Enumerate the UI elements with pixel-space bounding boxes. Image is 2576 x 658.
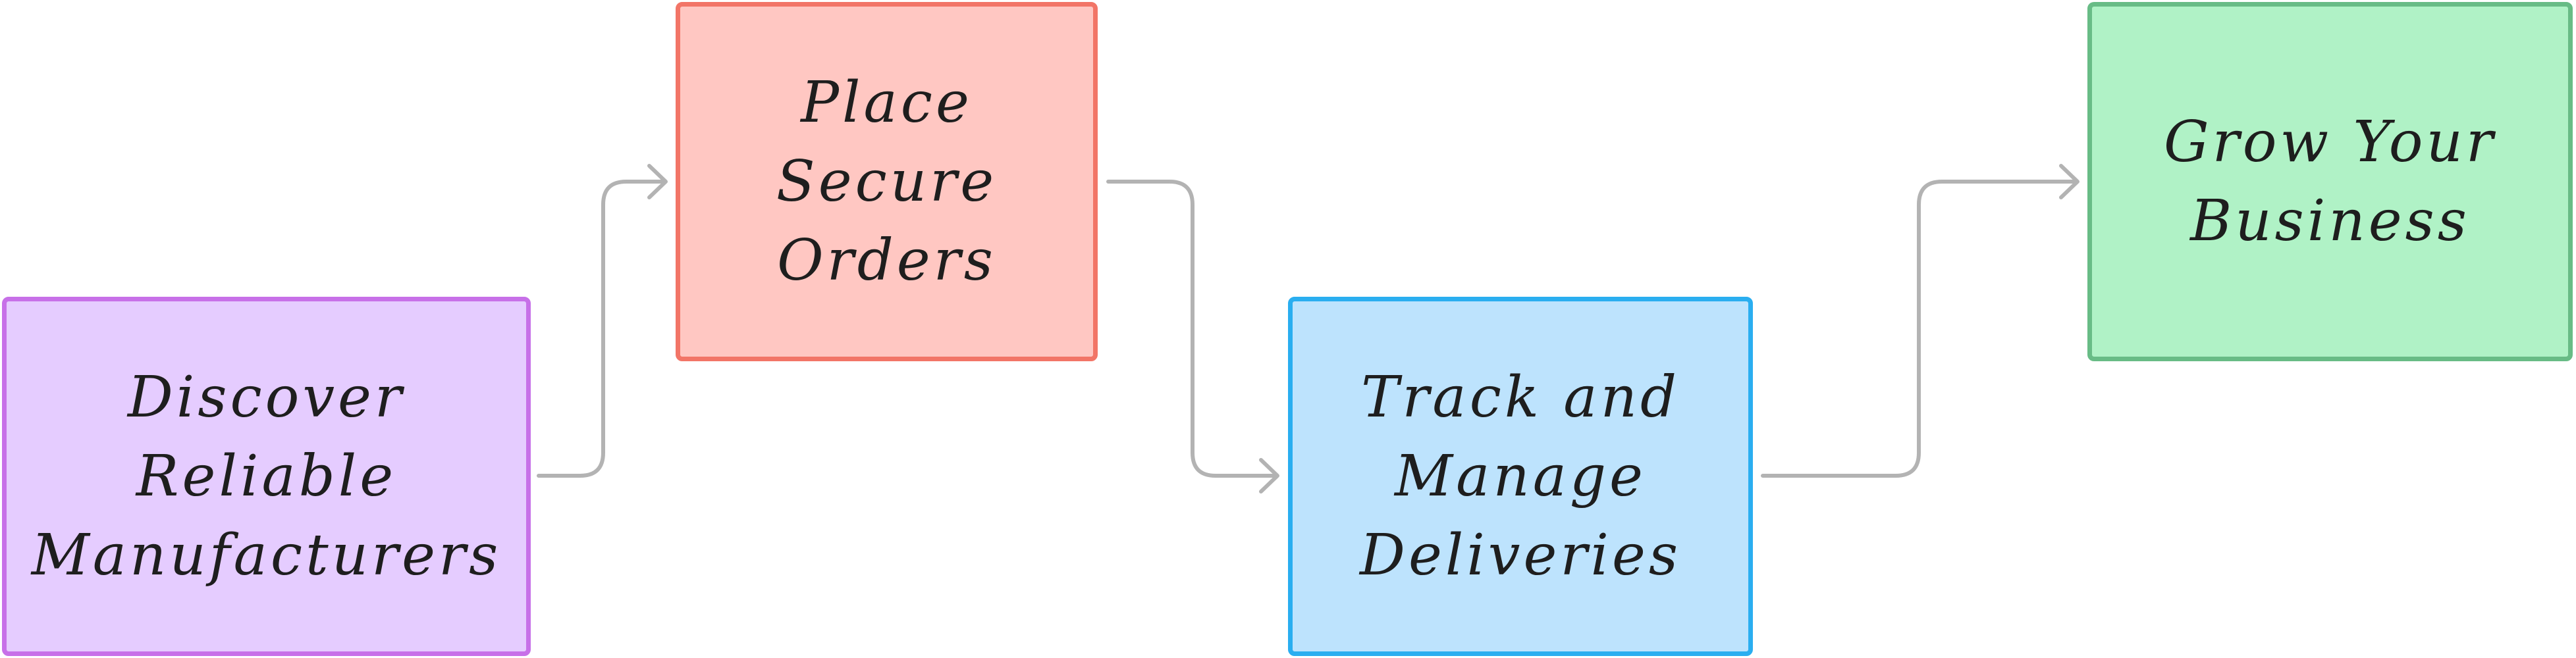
arrowhead-discover-to-place [647, 164, 668, 199]
arrowhead-track-to-grow [2059, 164, 2080, 199]
connector-place-to-track [1106, 180, 1278, 478]
node-label: Discover Reliable Manufacturers [31, 365, 502, 588]
node-label: Track and Manage Deliveries [1360, 365, 1681, 588]
node-label: Place Secure Orders [776, 70, 998, 293]
node-label: Grow Your Business [2163, 109, 2497, 254]
connector-discover-to-place [537, 180, 666, 478]
node-grow-your-business: Grow Your Business [2087, 2, 2573, 361]
node-discover-reliable-manufacturers: Discover Reliable Manufacturers [2, 297, 531, 656]
arrowhead-place-to-track [1259, 458, 1279, 494]
node-track-and-manage-deliveries: Track and Manage Deliveries [1288, 297, 1753, 656]
node-place-secure-orders: Place Secure Orders [676, 2, 1098, 361]
connector-track-to-grow [1761, 180, 2078, 478]
